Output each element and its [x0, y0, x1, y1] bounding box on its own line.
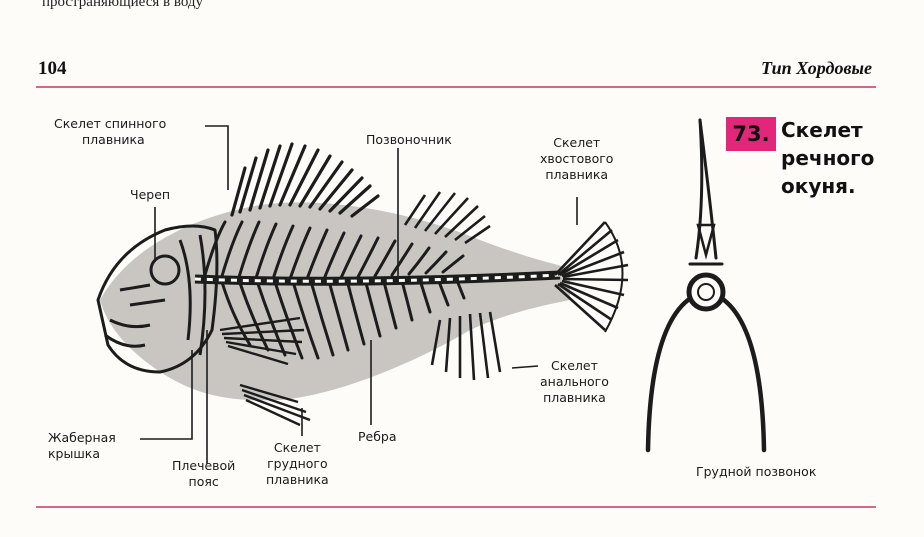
label-line: пояс [172, 474, 235, 490]
label-line: плавника [540, 167, 613, 183]
label-line: крышка [48, 446, 116, 462]
label-line: плавника [266, 472, 329, 488]
label-line: Скелет [540, 358, 609, 374]
label-ribs: Ребра [358, 429, 397, 445]
thoracic-vertebra-illustration [648, 120, 764, 450]
label-gill-cover: Жаберная крышка [48, 430, 116, 462]
label-pectoral-fin: Скелет грудного плавника [266, 440, 329, 488]
label-shoulder-girdle: Плечевой пояс [172, 458, 235, 490]
label-line: анального [540, 374, 609, 390]
label-line: грудного [266, 456, 329, 472]
figure-caption-line: Скелет [781, 116, 891, 144]
label-thoracic-vertebra: Грудной позвонок [696, 464, 816, 480]
figure-caption-line: речного [781, 144, 891, 172]
label-caudal-fin: Скелет хвостового плавника [540, 135, 613, 183]
label-dorsal-fin: Скелет спинного плавника [54, 116, 166, 148]
label-line: Скелет спинного [54, 116, 166, 132]
label-spine: Позвоночник [366, 132, 452, 148]
label-line: Плечевой [172, 458, 235, 474]
label-line: хвостового [540, 151, 613, 167]
label-line: плавника [54, 132, 166, 148]
label-anal-fin: Скелет анального плавника [540, 358, 609, 406]
figure-caption: Скелет речного окуня. [781, 116, 891, 200]
label-line: плавника [540, 390, 609, 406]
caudal-fin-skeleton [555, 222, 628, 332]
figure-number-badge: 73. [726, 117, 776, 151]
label-line: Скелет [540, 135, 613, 151]
label-skull: Череп [130, 187, 170, 203]
label-line: Жаберная [48, 430, 116, 446]
label-line: Скелет [266, 440, 329, 456]
figure-caption-line: окуня. [781, 172, 891, 200]
